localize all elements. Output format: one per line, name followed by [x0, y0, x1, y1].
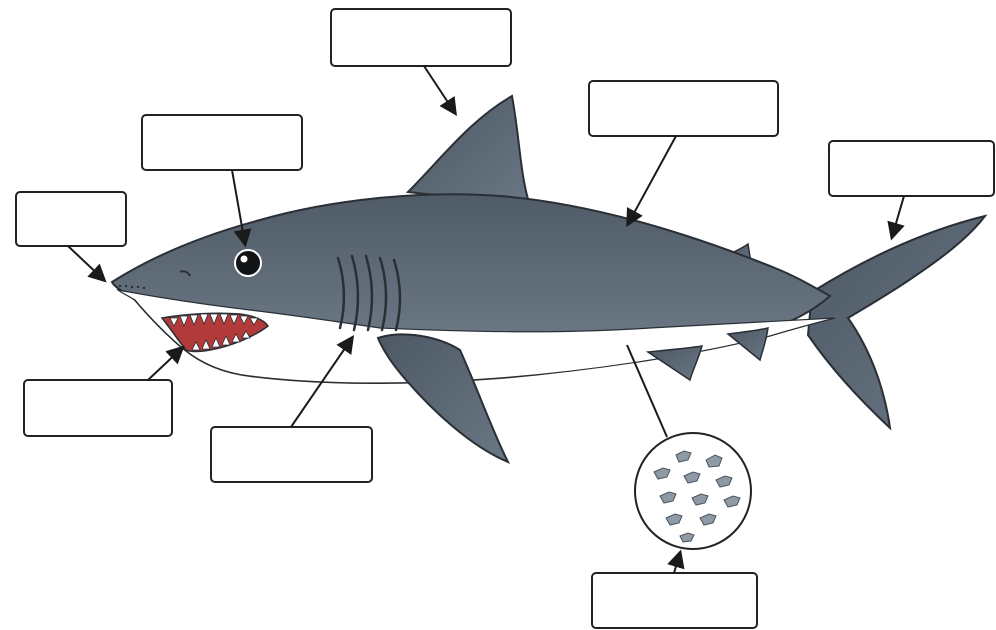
- arrow-caudal-fin: [892, 196, 904, 237]
- label-box-back-skin[interactable]: [589, 81, 778, 136]
- dorsal-fin-shape: [408, 96, 530, 206]
- arrow-dorsal-fin: [424, 66, 455, 113]
- label-box-mouth-teeth[interactable]: [24, 380, 172, 436]
- label-box-gill-slits[interactable]: [211, 427, 372, 482]
- label-box-caudal-fin[interactable]: [829, 141, 994, 196]
- label-box-denticles[interactable]: [592, 573, 757, 628]
- arrow-snout: [68, 246, 104, 280]
- label-box-eye[interactable]: [142, 115, 302, 170]
- arrow-denticles: [674, 553, 680, 573]
- caudal-fin-shape: [808, 216, 985, 428]
- arrow-mouth-teeth: [148, 348, 182, 380]
- pelvic-fin-shape: [648, 346, 702, 380]
- arrow-back-skin: [628, 136, 676, 224]
- label-box-snout[interactable]: [16, 192, 126, 246]
- shark-eye: [235, 250, 261, 276]
- denticles-magnifier-icon: [635, 433, 751, 549]
- label-box-dorsal-fin[interactable]: [331, 9, 511, 66]
